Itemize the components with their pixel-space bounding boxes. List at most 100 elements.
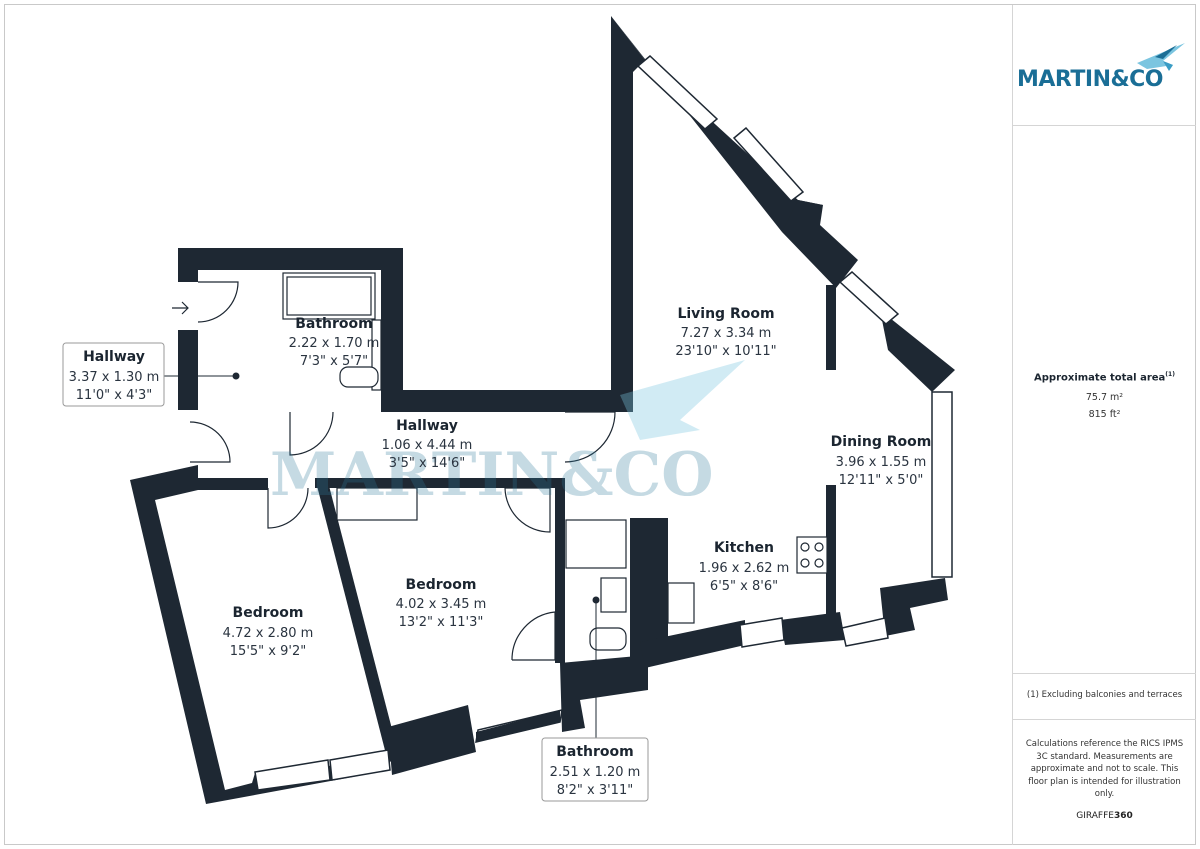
hob — [796, 536, 828, 574]
window-dining-east — [931, 391, 953, 578]
window-bedroom-large-2 — [329, 749, 391, 781]
area-ft2: 815 ft² — [1088, 409, 1121, 420]
hob-ring-3 — [800, 558, 810, 568]
door-living — [564, 411, 616, 463]
hallway-inner-name: Hallway — [396, 418, 458, 434]
window-diagonal-1 — [636, 54, 719, 131]
disclaimer-line-4: floor plan is intended for illustration — [1028, 776, 1181, 787]
hallway-west-wall-mid — [178, 330, 198, 410]
dining-south-wall — [880, 578, 948, 636]
bathroom-basin — [371, 319, 382, 391]
area-title: Approximate total area(1) — [1013, 371, 1196, 383]
living-room-west-wall — [611, 16, 645, 395]
door-bedroom-large — [267, 487, 309, 529]
disclaimer-line-3: approximate and not to scale. This — [1030, 764, 1179, 774]
window-kitchen — [739, 617, 785, 648]
bedroom-large-metric: 4.72 x 2.80 m — [223, 626, 314, 641]
bathroom-ensuite-label — [541, 737, 649, 802]
sidebar-divider-3 — [1013, 719, 1196, 720]
giraffe360-credit: GIRAFFE360 — [1013, 811, 1196, 821]
bedroom-large-name: Bedroom — [233, 605, 304, 621]
doors — [189, 281, 616, 661]
dining-room-imperial: 12'11" x 5'0" — [839, 473, 924, 488]
kitchen-south-wall-2 — [780, 612, 845, 645]
door-ensuite — [511, 611, 556, 661]
kitchen-west-wall — [630, 518, 668, 658]
living-dining-divider — [826, 285, 836, 370]
hallway-entry-label — [62, 342, 165, 407]
disclaimer-line-1: Calculations reference the RICS IPMS — [1025, 739, 1184, 749]
area-title-text: Approximate total area — [1034, 372, 1166, 384]
bathroom-ensuite-name: Bathroom — [556, 744, 634, 760]
credit-prefix: GIRAFFE — [1076, 811, 1114, 821]
footnote: (1) Excluding balconies and terraces — [1026, 690, 1183, 700]
watermark: MARTIN&CO — [270, 360, 745, 510]
hob-ring-1 — [800, 542, 810, 552]
hallway-north-wall — [381, 390, 633, 412]
bedroom-divider-wall — [315, 478, 400, 762]
bathroom-east-wall — [381, 248, 403, 393]
bathroom-main-name: Bathroom — [295, 316, 373, 332]
bathroom-main-imperial: 7'3" x 5'7" — [300, 354, 368, 369]
disclaimer: Calculations reference the RICS IPMS 3C … — [1013, 738, 1196, 801]
bedroom-large-imperial: 15'5" x 9'2" — [230, 644, 306, 659]
bedroom-mid-imperial: 13'2" x 11'3" — [399, 615, 484, 630]
living-room-name: Living Room — [677, 306, 774, 322]
hob-ring-4 — [814, 558, 824, 568]
window-diagonal-2 — [732, 126, 805, 203]
windows — [254, 54, 953, 791]
hallway-label-leader — [164, 372, 240, 380]
ensuite-basin — [600, 577, 627, 613]
door-bathroom-main — [289, 411, 334, 456]
kitchen-name: Kitchen — [714, 540, 774, 556]
bedroom-mid-name: Bedroom — [406, 577, 477, 593]
bedroom-mid-metric: 4.02 x 3.45 m — [396, 597, 487, 612]
bathtub-inner — [286, 276, 372, 316]
ensuite-south-wall — [560, 655, 648, 732]
sidebar: MARTIN&CO Approximate total area(1) 75.7… — [1012, 5, 1196, 845]
disclaimer-line-5: only. — [1094, 789, 1115, 799]
sidebar-divider-2 — [1013, 673, 1196, 674]
hallway-south-wall — [198, 478, 268, 490]
kitchen-metric: 1.96 x 2.62 m — [699, 561, 790, 576]
window-diagonal-3 — [838, 271, 900, 325]
toilet-main — [339, 366, 379, 388]
hallway-west-wall-top — [178, 248, 198, 282]
area-m2: 75.7 m² — [1085, 392, 1124, 403]
kitchen-imperial: 6'5" x 8'6" — [710, 579, 778, 594]
toilet-ensuite — [589, 627, 627, 651]
watermark-text: MARTIN&CO — [270, 440, 714, 510]
logo-bird-icon — [1137, 43, 1185, 71]
dining-room-name: Dining Room — [831, 434, 932, 450]
hallway-entry-imperial: 11'0" x 4'3" — [76, 388, 152, 403]
diagonal-wall-lower — [880, 310, 955, 392]
bathroom-ensuite-metric: 2.51 x 1.20 m — [550, 765, 641, 780]
ensuite-label-leader — [592, 596, 600, 738]
hob-ring-2 — [814, 542, 824, 552]
door-entry — [197, 281, 239, 323]
hallway-inner-imperial: 3'5" x 14'6" — [389, 456, 465, 471]
kitchen-east-wall — [826, 485, 836, 615]
hallway-entry-metric: 3.37 x 1.30 m — [69, 370, 160, 385]
window-bedroom-large — [254, 759, 331, 791]
bedroom-mid-south-wall — [476, 710, 560, 742]
ensuite-west-wall — [555, 478, 565, 663]
sidebar-divider-1 — [1013, 125, 1196, 126]
floor-plan: MARTIN&CO Hallway 3.37 x 1.30 m 11'0" x … — [62, 16, 955, 804]
entry-arrow-icon — [172, 301, 189, 315]
hallway-entry-name: Hallway — [83, 349, 145, 365]
hallway-bedroom-wall — [315, 478, 555, 488]
watermark-bird-icon — [620, 360, 745, 440]
area-footnote-mark: (1) — [1165, 371, 1175, 378]
page-frame — [4, 4, 1196, 845]
door-bedroom-mid — [504, 487, 551, 533]
disclaimer-line-2: 3C standard. Measurements are — [1036, 751, 1173, 762]
kitchen-sink — [667, 582, 695, 624]
credit-suffix: 360 — [1113, 811, 1133, 821]
logo-text: MARTIN&CO — [1017, 67, 1164, 92]
living-room-imperial: 23'10" x 10'11" — [675, 344, 776, 359]
diagonal-wall-mid — [782, 200, 858, 288]
bedroom-mid-south-block — [388, 705, 476, 775]
bathroom-main-metric: 2.22 x 1.70 m — [289, 336, 380, 351]
top-left-wall — [178, 248, 403, 270]
